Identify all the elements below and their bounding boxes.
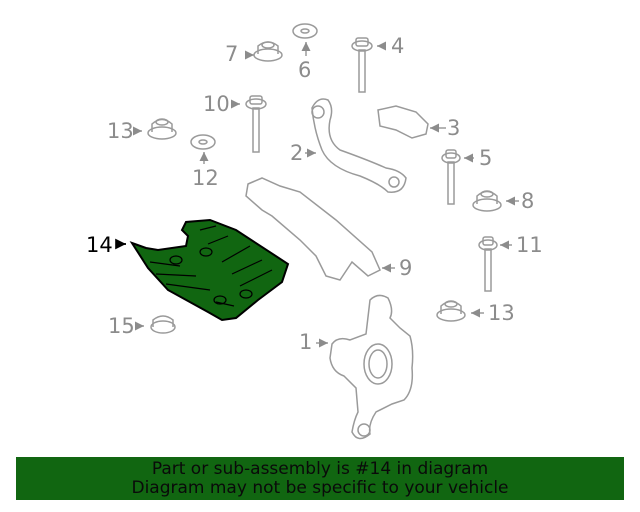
bolt-11-icon: [478, 236, 498, 292]
lower-control-arm-9-icon: [245, 177, 381, 281]
nut-13-left-icon: [147, 118, 177, 140]
callout-4[interactable]: 4: [391, 34, 405, 58]
callout-15[interactable]: 15: [108, 314, 135, 338]
callout-13-right[interactable]: 13: [488, 301, 515, 325]
shield-14-icon: [129, 218, 290, 322]
callout-6[interactable]: 6: [298, 58, 312, 82]
callout-12[interactable]: 12: [192, 166, 219, 190]
banner-line-2: Diagram may not be specific to your vehi…: [131, 478, 509, 498]
nut-8-icon: [472, 190, 502, 212]
callout-8[interactable]: 8: [521, 189, 535, 213]
washer-6-icon: [292, 23, 318, 39]
callout-13-left[interactable]: 13: [107, 119, 134, 143]
knuckle-1-icon: [329, 294, 414, 440]
bolt-5-icon: [441, 149, 461, 205]
nut-15-icon: [150, 315, 176, 334]
upper-control-arm-2-icon: [311, 98, 407, 193]
banner-line-1: Part or sub-assembly is #14 in diagram: [151, 459, 489, 479]
callout-9[interactable]: 9: [399, 256, 413, 280]
callout-10[interactable]: 10: [203, 92, 230, 116]
info-banner: Part or sub-assembly is #14 in diagram D…: [16, 457, 624, 500]
bolt-10-icon: [245, 95, 267, 153]
nut-13-right-icon: [436, 300, 466, 322]
callout-11[interactable]: 11: [516, 233, 543, 257]
bolt-4-icon: [351, 37, 373, 93]
callout-7[interactable]: 7: [225, 42, 239, 66]
callout-14[interactable]: 14: [86, 233, 113, 257]
callout-1[interactable]: 1: [299, 330, 313, 354]
bracket-3-icon: [377, 105, 429, 139]
washer-12-icon: [190, 134, 216, 150]
callout-5[interactable]: 5: [479, 146, 493, 170]
nut-7-icon: [253, 41, 283, 62]
callout-3[interactable]: 3: [447, 116, 461, 140]
callout-2[interactable]: 2: [290, 141, 304, 165]
